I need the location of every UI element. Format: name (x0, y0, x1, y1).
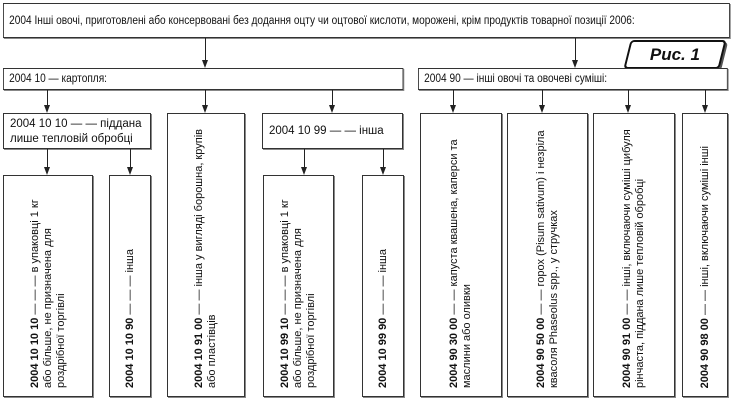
group-node-text: 2004 90 — інші овочі та овочеві суміші: (424, 73, 608, 85)
leaf-code: 2004 90 98 00 (698, 317, 711, 388)
leaf-node: 2004 90 30 00 — — капуста квашена, капер… (420, 113, 502, 397)
group-node-potatoes: 2004 10 — картопля: (3, 68, 404, 90)
arrow-icon (202, 105, 208, 113)
leaf-node: 2004 90 50 00 — — горох (Pisum sativum) … (507, 113, 588, 397)
group-node-other-vegetables: 2004 90 — інші овочі та овочеві суміші: (418, 68, 728, 90)
leaf-code: 2004 10 99 90 (376, 317, 389, 388)
figure-label-text: Рис. 1 (649, 44, 701, 64)
root-node-text: 2004 Інші овочі, приготовлені або консер… (9, 14, 635, 27)
leaf-node-text: 2004 10 99 10 — — — в упаковці 1 кг або … (279, 184, 318, 388)
leaf-description: — — — інша (376, 248, 389, 318)
sub-node-other: 2004 10 99 — — інша (262, 113, 403, 149)
sub-node-text: 2004 10 99 — — інша (269, 124, 384, 137)
group-node-text: 2004 10 — картопля: (9, 73, 108, 85)
arrow-icon (539, 105, 545, 113)
connector (705, 90, 706, 105)
leaf-code: 2004 10 10 90 (123, 317, 136, 388)
connector (130, 149, 131, 167)
sub-node-heat-treated: 2004 10 10 — — піддана лише тепловій обр… (3, 113, 151, 149)
leaf-node: 2004 10 10 90 — — — інша (109, 175, 151, 397)
leaf-description: — — інші, включаючи суміші інші (698, 145, 711, 318)
leaf-node-text: 2004 10 10 90 — — — інша (124, 249, 137, 388)
connector (205, 38, 206, 60)
arrow-icon (202, 60, 208, 68)
connector (47, 90, 48, 105)
leaf-code: 2004 90 91 00 (621, 317, 633, 388)
leaf-node: 2004 10 10 10 — — — в упаковці 1 кг або … (3, 175, 93, 397)
leaf-code: 2004 10 99 10 (279, 317, 291, 388)
arrow-icon (44, 105, 50, 113)
sub-node-text: 2004 10 10 — — піддана лише тепловій обр… (10, 118, 142, 145)
leaf-node: 2004 90 91 00 — — інші, включаючи суміші… (593, 113, 675, 397)
connector (332, 90, 333, 105)
arrow-icon (380, 167, 386, 175)
connector (383, 149, 384, 167)
leaf-node-text: 2004 10 99 90 — — — інша (377, 249, 390, 388)
arrow-icon (44, 167, 50, 175)
arrow-icon (572, 60, 578, 68)
arrow-icon (301, 167, 307, 175)
arrow-icon (625, 105, 631, 113)
leaf-node-text: 2004 10 10 10 — — — в упаковці 1 кг або … (29, 184, 68, 388)
connector (628, 90, 629, 105)
leaf-description: — — — інша (123, 248, 136, 318)
arrow-icon (127, 167, 133, 175)
leaf-node-text: 2004 90 98 00 — — інші, включаючи суміші… (699, 146, 712, 388)
connector (205, 90, 206, 105)
arrow-icon (450, 105, 456, 113)
leaf-node: 2004 10 99 90 — — — інша (362, 175, 404, 397)
leaf-node: 2004 10 91 00 — — інша у вигляді борошна… (167, 113, 245, 397)
leaf-code: 2004 10 91 00 (193, 317, 205, 388)
arrow-icon (702, 105, 708, 113)
leaf-node-text: 2004 10 91 00 — — інша у вигляді борошна… (193, 122, 219, 388)
connector (453, 90, 454, 105)
leaf-node-text: 2004 90 30 00 — — капуста квашена, капер… (448, 122, 474, 388)
connector (304, 149, 305, 167)
arrow-icon (329, 105, 335, 113)
leaf-node-text: 2004 90 91 00 — — інші, включаючи суміші… (621, 122, 647, 388)
figure-label: Рис. 1 (623, 40, 727, 69)
leaf-code: 2004 10 10 10 (28, 317, 41, 388)
leaf-code: 2004 90 30 00 (448, 317, 460, 388)
connector (542, 90, 543, 105)
root-node: 2004 Інші овочі, приготовлені або консер… (3, 3, 730, 38)
leaf-node-text: 2004 90 50 00 — — горох (Pisum sativum) … (535, 122, 561, 388)
leaf-node: 2004 10 99 10 — — — в упаковці 1 кг або … (263, 175, 334, 397)
leaf-node: 2004 90 98 00 — — інші, включаючи суміші… (682, 113, 728, 397)
leaf-code: 2004 90 50 00 (534, 317, 547, 388)
connector (47, 149, 48, 167)
connector (575, 38, 576, 60)
